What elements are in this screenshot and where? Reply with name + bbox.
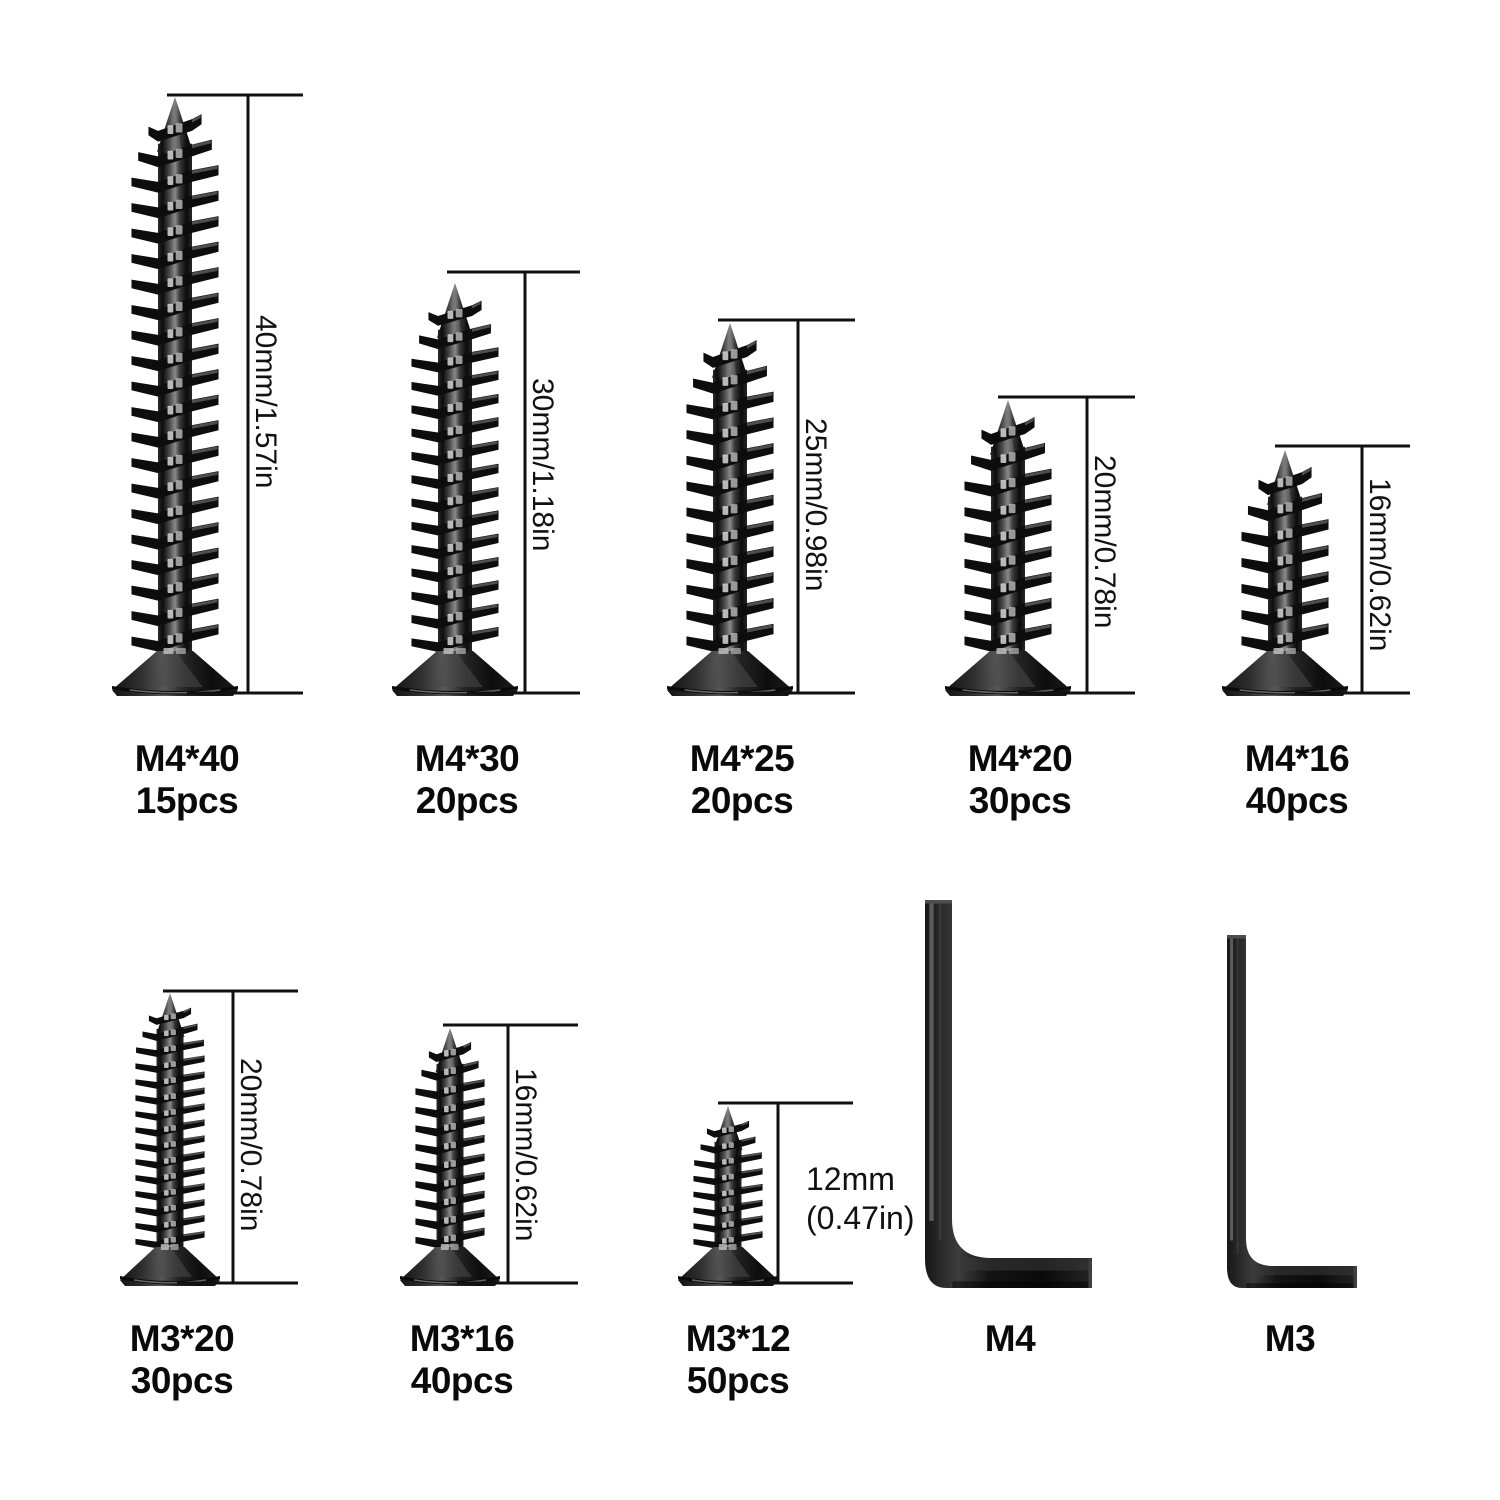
caption-count-m4-40: 15pcs <box>135 780 239 822</box>
caption-size-m3-20: M3*20 <box>129 1318 235 1359</box>
caption-size-m4-16: M4*16 <box>1244 738 1350 779</box>
hex-key-m4 <box>909 884 1108 1304</box>
caption-size-m4-25: M4*25 <box>689 738 795 779</box>
dimension-line-m4-30 <box>441 266 588 705</box>
caption-size-m4-40: M4*40 <box>134 738 240 779</box>
dimension-line-m4-20 <box>992 391 1143 705</box>
dimension-line-m4-40 <box>161 89 311 705</box>
caption-size-m4-20: M4*20 <box>967 738 1073 779</box>
dimension-label-m4-16: 16mm/0.62in <box>1363 478 1396 652</box>
screw-m4-30 <box>302 243 608 737</box>
hex-key-m3 <box>1211 919 1373 1304</box>
dimension-label-m4-25: 25mm/0.98in <box>799 418 832 592</box>
dimension-label-in: (0.47in) <box>806 1200 915 1237</box>
dimension-label-m4-20: 20mm/0.78in <box>1088 455 1121 629</box>
screw-m4-40 <box>22 57 328 737</box>
dimension-label-mm: 12mm <box>806 1161 895 1197</box>
caption-size-m4-30: M4*30 <box>414 738 520 779</box>
caption-hex-key-m3: M3 <box>1140 1318 1440 1360</box>
screw-m4-25 <box>577 283 883 737</box>
dimension-line-m4-25 <box>712 314 863 705</box>
dimension-line-m3-20 <box>157 985 306 1295</box>
dimension-label-m3-12: 12mm(0.47in) <box>806 1160 915 1238</box>
caption-count-m4-16: 40pcs <box>1245 780 1349 822</box>
caption-count-m4-20: 30pcs <box>968 780 1072 822</box>
dimension-line-m3-16 <box>437 1019 586 1295</box>
caption-size-m3-12: M3*12 <box>685 1318 791 1359</box>
dimension-label-m4-30: 30mm/1.18in <box>526 378 559 552</box>
dimension-line-m4-16 <box>1269 440 1418 705</box>
dimension-line-m3-12 <box>712 1097 861 1295</box>
caption-count-m4-30: 20pcs <box>415 780 519 822</box>
screw-m4-16 <box>1132 410 1438 737</box>
caption-count-m3-20: 30pcs <box>130 1360 234 1402</box>
caption-count-m3-16: 40pcs <box>410 1360 514 1402</box>
dimension-label-m3-16: 16mm/0.62in <box>509 1068 542 1242</box>
caption-count-m4-25: 20pcs <box>690 780 794 822</box>
screw-m3-16 <box>310 988 590 1327</box>
dimension-label-m4-40: 40mm/1.57in <box>249 315 282 489</box>
caption-count-m3-12: 50pcs <box>686 1360 790 1402</box>
caption-size-m3-16: M3*16 <box>409 1318 515 1359</box>
screw-m3-20 <box>30 953 310 1327</box>
caption-size-hex-key-m4: M4 <box>984 1318 1036 1359</box>
dimension-label-m3-20: 20mm/0.78in <box>234 1058 267 1232</box>
screw-m3-12 <box>588 1066 868 1327</box>
caption-size-hex-key-m3: M3 <box>1264 1318 1316 1359</box>
caption-hex-key-m4: M4 <box>860 1318 1160 1360</box>
screw-m4-20 <box>855 360 1161 737</box>
